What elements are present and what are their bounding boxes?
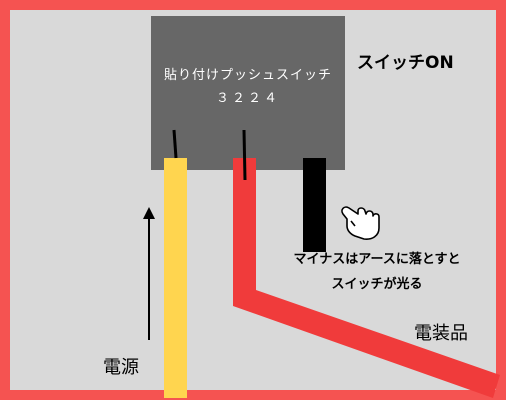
minus-note-line-1: マイナスはアースに落とすと	[293, 252, 461, 267]
electrical-device-label: 電装品	[414, 323, 468, 344]
power-terminal-pin	[172, 129, 178, 159]
device-wire	[233, 158, 500, 398]
up-arrow-icon	[143, 207, 155, 340]
device-terminal-pin	[242, 129, 247, 181]
minus-note-line-2: スイッチが光る	[331, 277, 423, 292]
switch-code-label: ３２２４	[215, 91, 280, 106]
switch-name-label: 貼り付けプッシュスイッチ	[163, 68, 332, 83]
switch-status-label: スイッチON	[357, 53, 454, 73]
pointing-hand-icon	[341, 206, 380, 240]
push-switch-body	[151, 16, 345, 170]
power-source-label: 電源	[103, 357, 139, 378]
power-wire	[164, 158, 187, 398]
minus-wire	[303, 158, 326, 252]
